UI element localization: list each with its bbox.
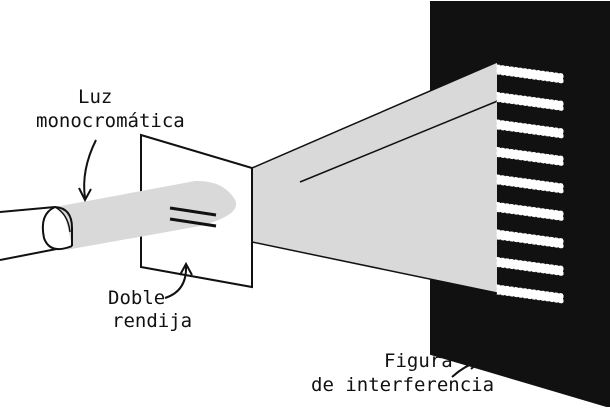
diffracted-light (252, 62, 497, 293)
interference-fringes (496, 64, 564, 304)
fringe-band (496, 174, 564, 194)
diffracted-edge-top (251, 61, 498, 169)
fringe-band (496, 284, 564, 304)
slit-label-line2: rendija (112, 310, 193, 332)
fringe-band (496, 91, 564, 112)
light-label-line2: monocromática (36, 110, 185, 132)
diffracted-inner-ray (299, 99, 501, 183)
fringe-band (496, 256, 564, 277)
arrow-figure (451, 356, 484, 378)
light-label-line1: Luz (78, 86, 113, 108)
slit-bottom (169, 217, 217, 228)
fringe-band (496, 229, 564, 249)
incident-light-beam (55, 180, 237, 250)
slit-top (169, 206, 217, 217)
fringe-band (496, 146, 564, 167)
fringe-band (496, 119, 564, 139)
diffracted-edge-bottom (251, 241, 498, 294)
fringe-band (496, 201, 564, 222)
fringe-band (496, 64, 564, 84)
arrow-light (78, 139, 97, 203)
figure-label-line1: Figura (384, 350, 453, 372)
figure-label-line2: de interferencia (311, 374, 495, 396)
light-source (0, 206, 73, 261)
arrow-slit (164, 261, 193, 299)
slit-label-line1: Doble (108, 287, 166, 309)
